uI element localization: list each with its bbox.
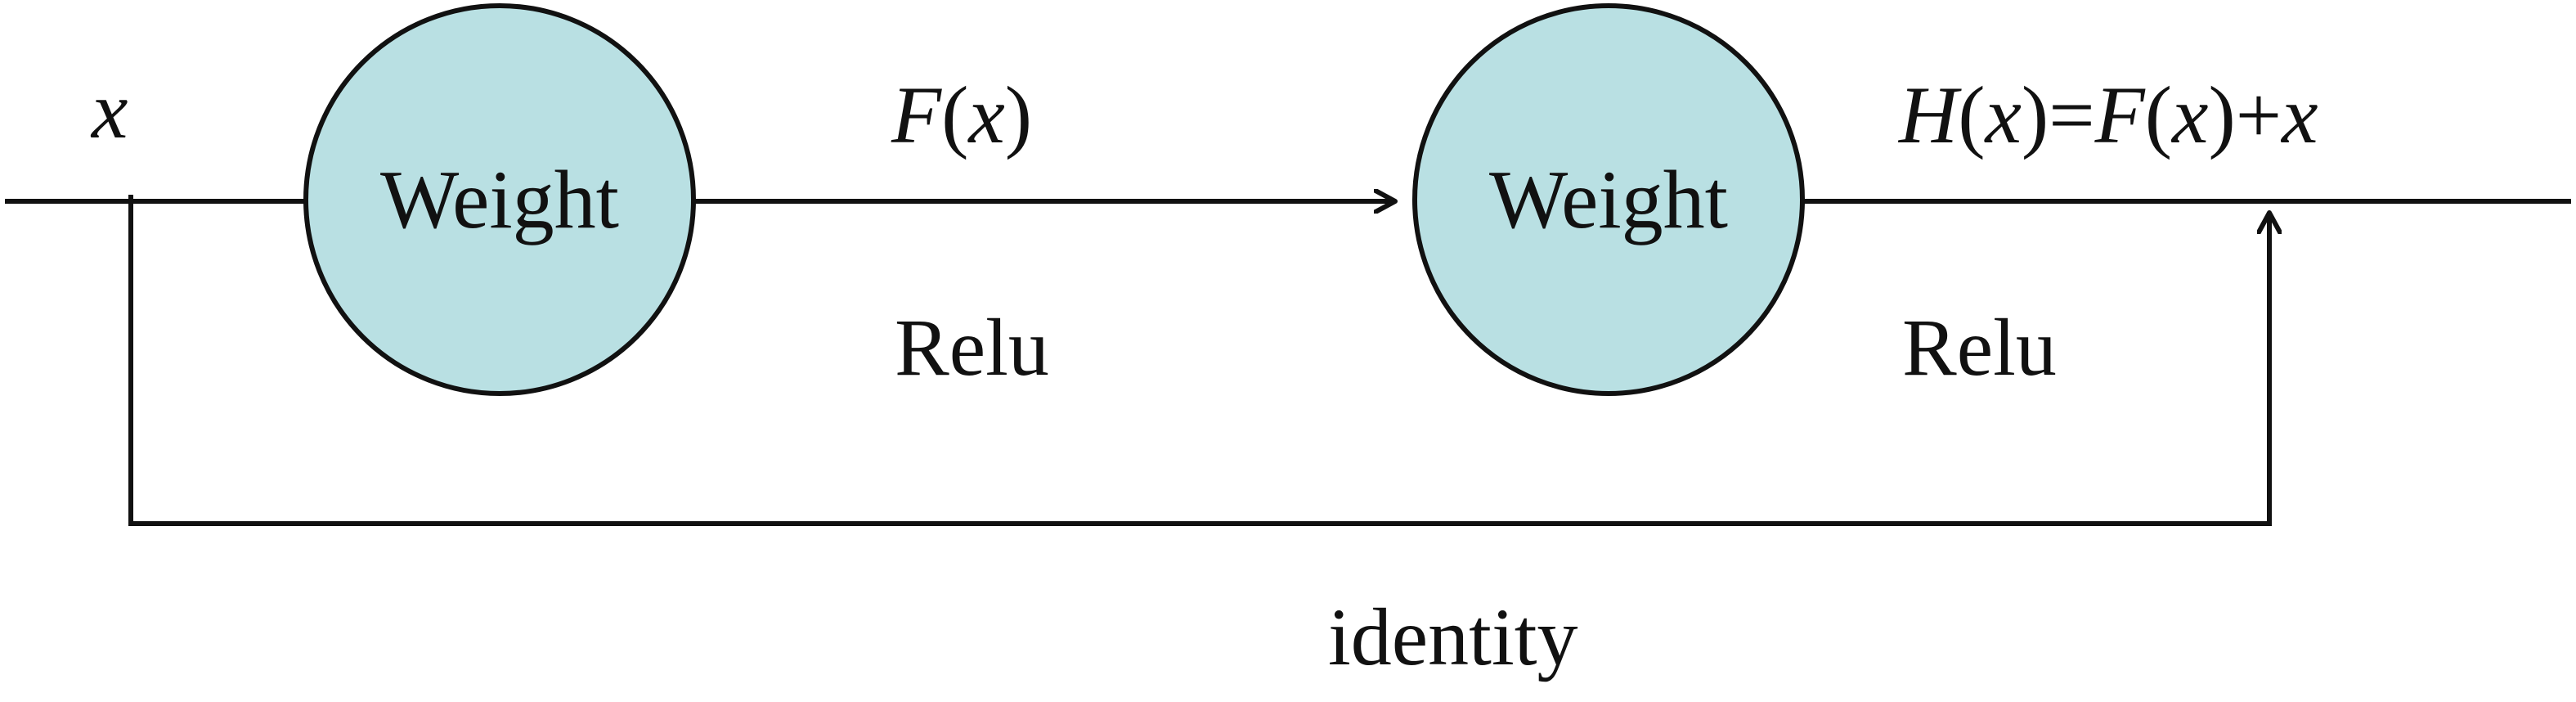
relu-label-1: Relu — [895, 302, 1049, 393]
fx-label: F(x) — [891, 70, 1032, 160]
weight-node-1: Weight — [303, 3, 696, 396]
identity-shortcut-path — [128, 195, 2269, 526]
weight-node-2-circle — [1412, 3, 1805, 396]
weight-node-2: Weight — [1412, 3, 1805, 396]
weight-node-2-label: Weight — [1489, 154, 1728, 246]
identity-label: identity — [1328, 592, 1578, 682]
relu-label-2: Relu — [1902, 302, 2057, 393]
weight-node-1-label: Weight — [380, 154, 619, 246]
hx-equation-label: H(x)=F(x)+x — [1897, 70, 2318, 160]
input-x-label: x — [90, 65, 128, 155]
weight-node-1-circle — [303, 3, 696, 396]
